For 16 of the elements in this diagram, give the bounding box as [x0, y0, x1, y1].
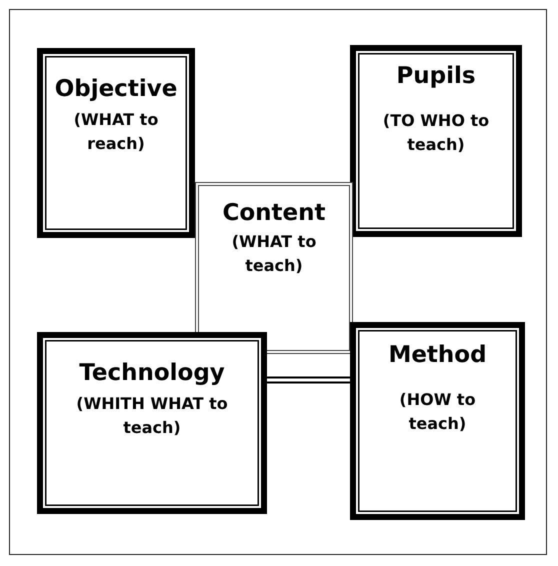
concept-box: [37, 332, 267, 514]
box-heading: Objective: [54, 76, 178, 102]
box-description: (WHAT to teach): [230, 231, 318, 277]
box-heading: Technology: [79, 360, 225, 386]
box-heading: Content: [222, 200, 326, 226]
box-heading: Pupils: [396, 63, 476, 89]
box-description: (WHITH WHAT to teach): [75, 393, 229, 439]
concept-box: [37, 48, 195, 238]
double-line-connector: [267, 376, 350, 384]
box-heading: Method: [388, 342, 487, 368]
box-description: (TO WHO to teach): [382, 110, 490, 156]
concept-box: [195, 182, 353, 354]
box-description: (HOW to teach): [398, 389, 477, 435]
concept-box: [350, 45, 522, 237]
concept-box: [350, 322, 525, 520]
box-description: (WHAT to reach): [72, 109, 160, 155]
